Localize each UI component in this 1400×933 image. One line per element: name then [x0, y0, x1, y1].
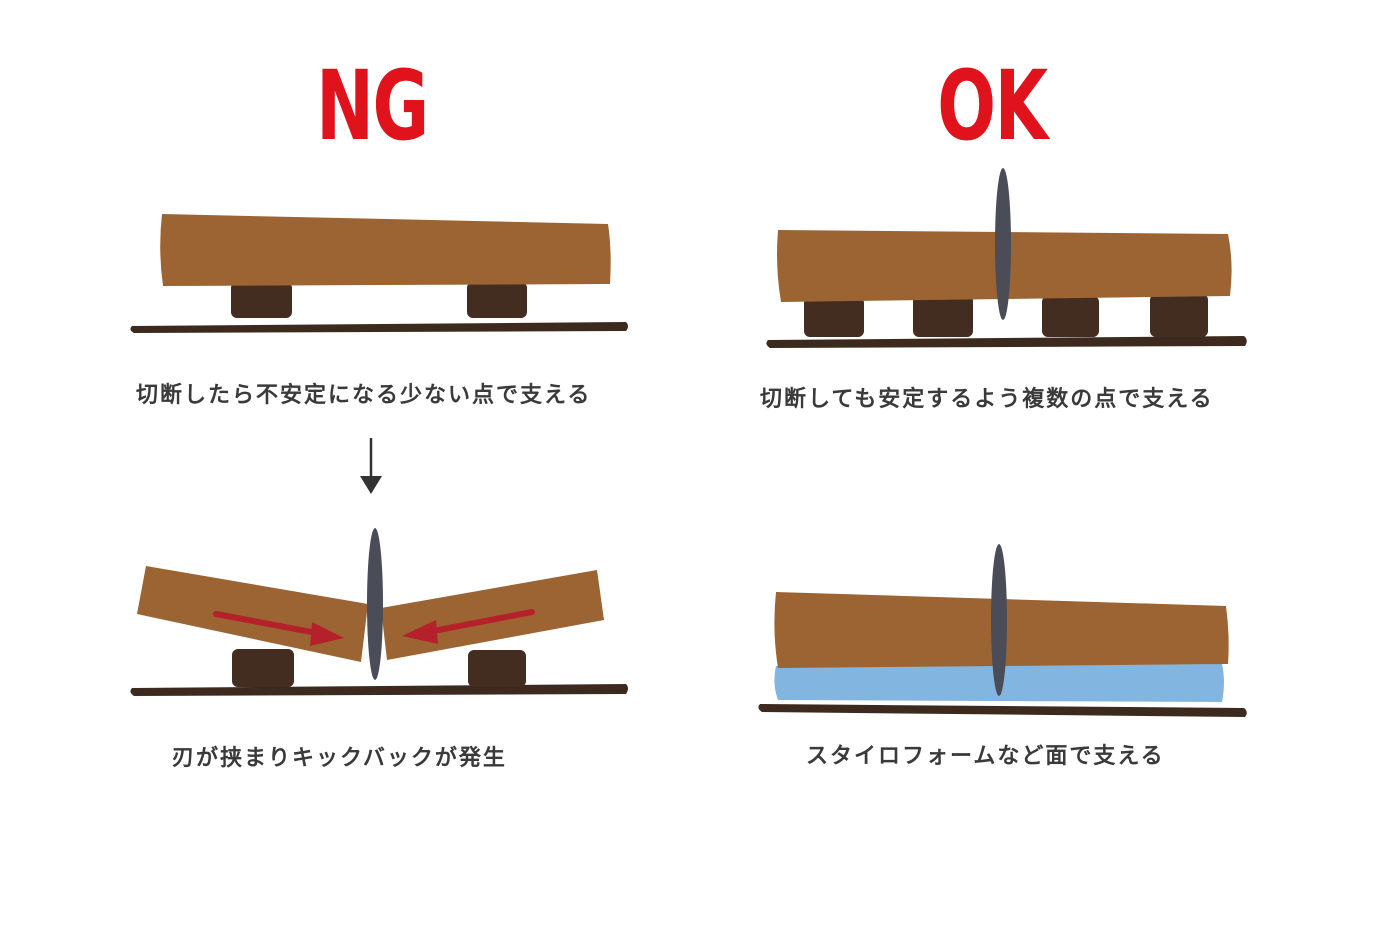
- ok-bottom-scene: [758, 544, 1247, 717]
- ng-bottom-support-left: [232, 649, 294, 687]
- ng-bottom-board-right: [381, 570, 604, 660]
- ng-bottom-base: [130, 684, 628, 696]
- ng-top-support-right: [467, 282, 527, 318]
- ng-top-support-left: [231, 282, 292, 318]
- ng-top-caption: 切断したら不安定になる少ない点で支える: [136, 383, 592, 408]
- ok-top-support-3: [1042, 296, 1099, 337]
- flow-arrow: [360, 438, 382, 494]
- ok-heading: OK: [937, 50, 1048, 162]
- ng-blade: [367, 528, 383, 680]
- ok-bottom-base: [758, 704, 1247, 717]
- ok-bottom-blade: [991, 544, 1007, 696]
- ok-top-caption: 切断しても安定するよう複数の点で支える: [760, 387, 1214, 412]
- ok-top-scene: [766, 168, 1247, 348]
- ng-top-board: [160, 214, 611, 286]
- ok-top-support-2: [913, 295, 973, 337]
- ng-bottom-support-right: [468, 650, 526, 687]
- force-arrow-right: [402, 609, 535, 644]
- ok-top-blade: [995, 168, 1011, 320]
- ng-bottom-scene: [130, 528, 628, 696]
- ok-top-base: [766, 336, 1247, 348]
- ng-bottom-board-left: [137, 566, 368, 662]
- ok-bottom-caption: スタイロフォームなど面で支える: [806, 744, 1165, 769]
- ng-bottom-caption: 刃が挟まりキックバックが発生: [172, 746, 507, 771]
- ng-top-base: [130, 322, 628, 333]
- ok-top-support-4: [1150, 294, 1208, 337]
- force-arrow-left: [213, 611, 344, 646]
- ng-top-scene: [130, 214, 628, 333]
- ng-heading: NG: [316, 50, 429, 162]
- ok-top-support-1: [804, 297, 864, 337]
